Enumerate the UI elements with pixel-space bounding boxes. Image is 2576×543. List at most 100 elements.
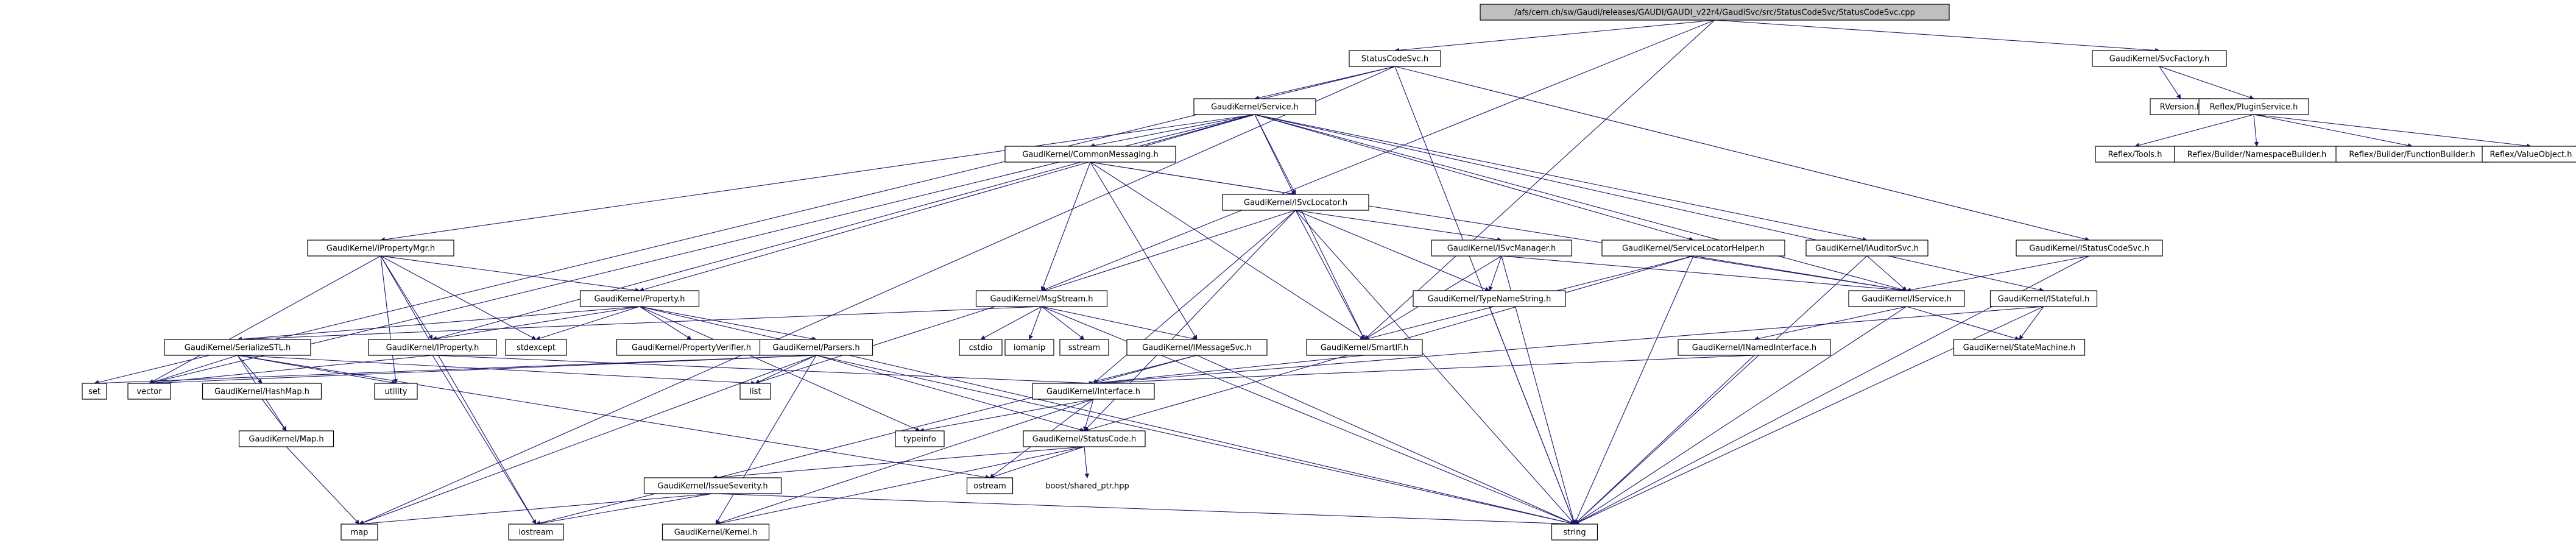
node-isvclocator[interactable]: GaudiKernel/ISvcLocator.h bbox=[1222, 194, 1369, 211]
node-imessagesvc[interactable]: GaudiKernel/IMessageSvc.h bbox=[1126, 339, 1268, 356]
node-box bbox=[579, 290, 700, 307]
edge-hashmap-to-map_h bbox=[261, 399, 287, 431]
edge-svclochelper-to-iservice bbox=[1693, 255, 1907, 293]
edge-istateful-to-statemachine bbox=[2019, 306, 2044, 340]
edge-property-to-iproperty bbox=[432, 306, 640, 341]
node-label: GaudiKernel/PropertyVerifier.h bbox=[632, 344, 751, 353]
edge-iservice-to-inamedinterface bbox=[1754, 306, 1907, 341]
edge-parsers-to-string bbox=[816, 355, 1575, 526]
edge-service-to-iservice bbox=[1254, 114, 1907, 292]
node-iostream[interactable]: iostream bbox=[508, 523, 564, 541]
edge-issueseverity-to-map bbox=[359, 493, 713, 527]
node-box bbox=[2174, 146, 2340, 163]
node-label: GaudiKernel/CommonMessaging.h bbox=[1022, 151, 1158, 160]
node-string[interactable]: string bbox=[1551, 523, 1598, 541]
node-iproperty[interactable]: GaudiKernel/IProperty.h bbox=[368, 339, 497, 356]
node-propverifier[interactable]: GaudiKernel/PropertyVerifier.h bbox=[616, 339, 767, 356]
edge-imessagesvc-to-string bbox=[1196, 355, 1575, 525]
node-iservice[interactable]: GaudiKernel/IService.h bbox=[1848, 290, 1965, 307]
edge-commonmsg-to-imessagesvc bbox=[1090, 161, 1198, 340]
node-interface[interactable]: GaudiKernel/Interface.h bbox=[1032, 383, 1155, 400]
node-nsbuilder[interactable]: Reflex/Builder/NamespaceBuilder.h bbox=[2174, 146, 2340, 163]
node-pluginsvc[interactable]: Reflex/PluginService.h bbox=[2198, 98, 2309, 115]
node-box bbox=[1059, 339, 1109, 356]
edge-property-to-propverifier bbox=[639, 306, 692, 340]
node-ipropmgr[interactable]: GaudiKernel/IPropertyMgr.h bbox=[307, 240, 454, 257]
node-iauditorsvc[interactable]: GaudiKernel/IAuditorSvc.h bbox=[1805, 240, 1928, 257]
node-kernel[interactable]: GaudiKernel/Kernel.h bbox=[662, 523, 770, 541]
node-inamedinterface[interactable]: GaudiKernel/INamedInterface.h bbox=[1678, 339, 1831, 356]
node-smartif[interactable]: GaudiKernel/SmartIF.h bbox=[1306, 339, 1423, 356]
node-box bbox=[164, 339, 311, 356]
edge-map_h-to-map bbox=[286, 446, 360, 525]
node-box bbox=[1023, 430, 1146, 447]
node-box bbox=[616, 339, 767, 356]
node-iomanip[interactable]: iomanip bbox=[1004, 339, 1054, 356]
node-label: GaudiKernel/Interface.h bbox=[1046, 388, 1140, 397]
edge-parsers-to-vector bbox=[149, 355, 817, 386]
node-label: Reflex/Builder/NamespaceBuilder.h bbox=[2187, 151, 2326, 160]
node-service[interactable]: GaudiKernel/Service.h bbox=[1193, 98, 1316, 115]
edge-ipropmgr-to-stdexcept bbox=[380, 255, 537, 340]
node-vector[interactable]: vector bbox=[127, 383, 171, 400]
node-serializestl[interactable]: GaudiKernel/SerializeSTL.h bbox=[164, 339, 311, 356]
edge-property-to-stdexcept bbox=[535, 306, 640, 341]
edge-istatuscodesvc-to-iservice bbox=[1906, 255, 2090, 293]
node-set[interactable]: set bbox=[82, 383, 107, 400]
node-root[interactable]: /afs/cern.ch/sw/Gaudi/releases/GAUDI/GAU… bbox=[1480, 4, 1950, 21]
node-box bbox=[2016, 240, 2163, 257]
node-label: sstream bbox=[1068, 344, 1100, 353]
node-box bbox=[895, 430, 945, 447]
node-statuscode[interactable]: GaudiKernel/StatusCode.h bbox=[1023, 430, 1146, 447]
edge-commonmsg-to-iservice bbox=[1090, 161, 1907, 293]
node-issueseverity[interactable]: GaudiKernel/IssueSeverity.h bbox=[643, 477, 782, 494]
node-label: iomanip bbox=[1014, 344, 1045, 353]
node-box bbox=[1551, 523, 1598, 541]
node-msgstream[interactable]: GaudiKernel/MsgStream.h bbox=[975, 290, 1108, 307]
node-sstream[interactable]: sstream bbox=[1059, 339, 1109, 356]
node-label: cstdio bbox=[969, 344, 993, 353]
node-istatuscodesvc[interactable]: GaudiKernel/IStatusCodeSvc.h bbox=[2016, 240, 2163, 257]
node-stdexcept[interactable]: stdexcept bbox=[505, 339, 567, 356]
node-box bbox=[975, 290, 1108, 307]
node-box bbox=[1989, 290, 2098, 307]
node-valueobj[interactable]: Reflex/ValueObject.h bbox=[2482, 146, 2576, 163]
node-statemachine[interactable]: GaudiKernel/StateMachine.h bbox=[1953, 339, 2086, 356]
edge-isvclocator-to-typenamestring bbox=[1295, 210, 1490, 291]
node-label: StatusCodeSvc.h bbox=[1361, 55, 1428, 64]
edge-parsers-to-statuscode bbox=[816, 355, 1085, 432]
edge-typenamestring-to-string bbox=[1489, 306, 1576, 525]
edge-root-to-smartif bbox=[1364, 20, 1715, 340]
node-parsers[interactable]: GaudiKernel/Parsers.h bbox=[759, 339, 873, 356]
node-property[interactable]: GaudiKernel/Property.h bbox=[579, 290, 700, 307]
node-label: GaudiKernel/IAuditorSvc.h bbox=[1815, 244, 1919, 254]
node-typenamestring[interactable]: GaudiKernel/TypeNameString.h bbox=[1413, 290, 1566, 307]
node-box bbox=[1601, 240, 1785, 257]
node-map[interactable]: map bbox=[341, 523, 378, 541]
edge-scsvch-to-map bbox=[359, 66, 1396, 525]
node-istateful[interactable]: GaudiKernel/IStateful.h bbox=[1989, 290, 2098, 307]
node-tools[interactable]: Reflex/Tools.h bbox=[2095, 146, 2175, 163]
edge-statuscode-to-issueseverity bbox=[712, 446, 1085, 480]
node-box bbox=[2092, 50, 2227, 67]
node-cstdio[interactable]: cstdio bbox=[959, 339, 1003, 356]
node-scsvch[interactable]: StatusCodeSvc.h bbox=[1349, 50, 1441, 67]
node-utility[interactable]: utility bbox=[374, 383, 418, 400]
node-typeinfo[interactable]: typeinfo bbox=[895, 430, 945, 447]
node-map_h[interactable]: GaudiKernel/Map.h bbox=[238, 430, 334, 447]
edge-isvclocator-to-smartif bbox=[1295, 210, 1365, 340]
edge-msgstream-to-sstream bbox=[1041, 306, 1085, 340]
node-svclochelper[interactable]: GaudiKernel/ServiceLocatorHelper.h bbox=[1601, 240, 1785, 257]
edge-commonmsg-to-smartif bbox=[1090, 161, 1365, 340]
node-ostream[interactable]: ostream bbox=[966, 477, 1014, 494]
edge-pluginsvc-to-valueobj bbox=[2253, 114, 2532, 149]
node-fnbuilder[interactable]: Reflex/Builder/FunctionBuilder.h bbox=[2335, 146, 2489, 163]
node-isvcmanager[interactable]: GaudiKernel/ISvcManager.h bbox=[1431, 240, 1572, 257]
node-commonmsg[interactable]: GaudiKernel/CommonMessaging.h bbox=[1004, 146, 1176, 163]
node-list[interactable]: list bbox=[739, 383, 771, 400]
node-svcfactory[interactable]: GaudiKernel/SvcFactory.h bbox=[2092, 50, 2227, 67]
node-label: utility bbox=[385, 388, 408, 397]
node-label: GaudiKernel/SerializeSTL.h bbox=[185, 344, 291, 353]
node-hashmap[interactable]: GaudiKernel/HashMap.h bbox=[202, 383, 322, 400]
node-sharedptr[interactable]: boost/shared_ptr.hpp bbox=[1045, 482, 1129, 491]
